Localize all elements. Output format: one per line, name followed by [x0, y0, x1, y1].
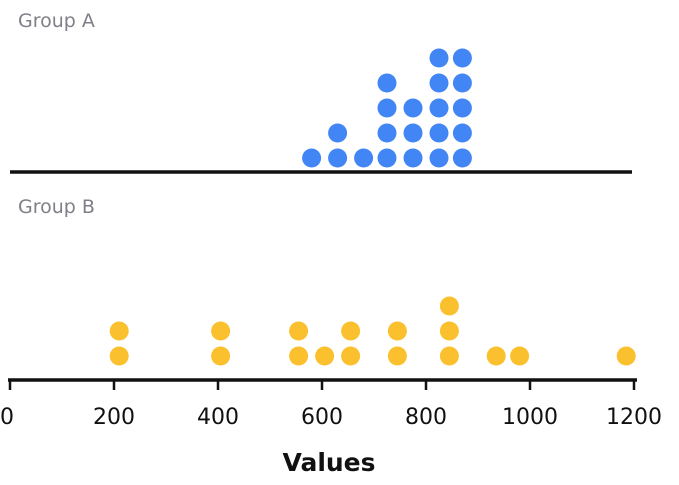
group-a-dot [429, 48, 449, 68]
group-a-dot [403, 123, 423, 143]
group-a-dot [302, 148, 322, 168]
group-a-panel: Group A [10, 10, 632, 174]
group-a-dot [429, 98, 449, 118]
group-a-dot [377, 98, 397, 118]
group-b-dot [486, 346, 506, 366]
group-b-dot [616, 346, 636, 366]
group-b-dot [289, 346, 309, 366]
x-tick-label: 1000 [502, 405, 558, 430]
group-a-dot [452, 98, 472, 118]
group-b-dot [387, 321, 407, 341]
x-axis-ticks: 0 200 400 600 800 1000 1200 [0, 380, 662, 430]
group-a-dots [302, 48, 472, 168]
group-b-panel: Group B [18, 196, 636, 366]
group-b-dot [341, 321, 361, 341]
group-b-dot [211, 346, 231, 366]
x-tick-label: 800 [405, 405, 447, 430]
x-tick-label: 1200 [606, 405, 662, 430]
x-tick-label: 200 [93, 405, 135, 430]
group-a-dot [452, 73, 472, 93]
group-a-dot [429, 148, 449, 168]
group-b-dot [211, 321, 231, 341]
x-axis-title: Values [282, 448, 375, 477]
x-tick-label: 600 [301, 405, 343, 430]
group-b-dots [109, 296, 636, 366]
group-b-dot [341, 346, 361, 366]
x-tick-label: 0 [0, 405, 14, 430]
group-b-label: Group B [18, 196, 95, 218]
group-a-dot [403, 98, 423, 118]
group-b-dot [439, 296, 459, 316]
group-a-dot [429, 123, 449, 143]
x-axis: 0 200 400 600 800 1000 1200 Values [0, 378, 662, 477]
group-a-dot [452, 48, 472, 68]
group-b-dot [439, 321, 459, 341]
group-a-dot [452, 148, 472, 168]
group-a-dot [377, 148, 397, 168]
group-b-dot [315, 346, 335, 366]
group-a-dot [377, 73, 397, 93]
group-b-dot [289, 321, 309, 341]
group-a-dot [429, 73, 449, 93]
group-a-dot [403, 148, 423, 168]
group-a-dot [328, 148, 348, 168]
x-tick-label: 400 [197, 405, 239, 430]
group-b-dot [439, 346, 459, 366]
group-b-dot [109, 321, 129, 341]
group-a-dot [354, 148, 374, 168]
group-b-dot [510, 346, 530, 366]
group-b-dot [387, 346, 407, 366]
group-b-dot [109, 346, 129, 366]
group-a-dot [377, 123, 397, 143]
group-a-label: Group A [18, 10, 95, 32]
group-a-dot [328, 123, 348, 143]
group-a-dot [452, 123, 472, 143]
